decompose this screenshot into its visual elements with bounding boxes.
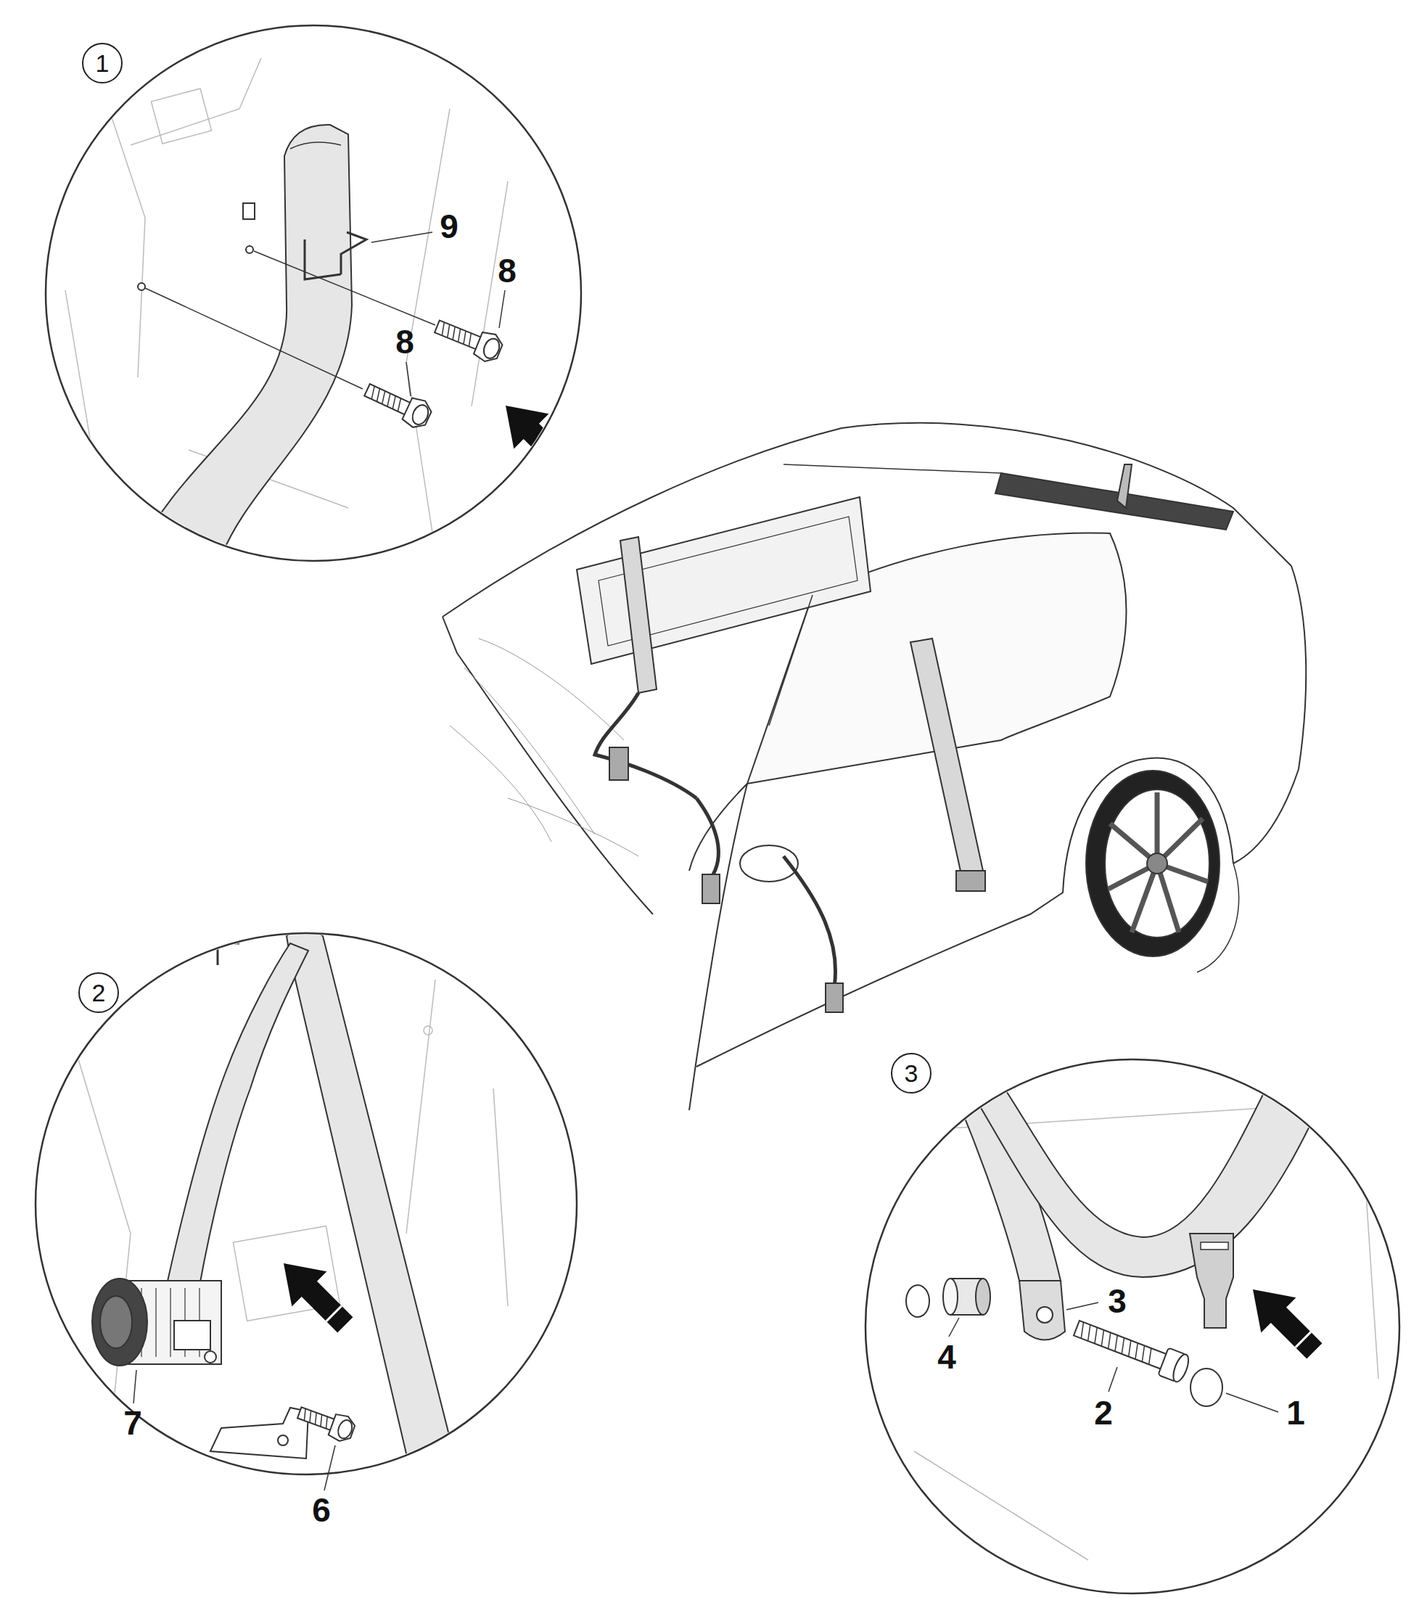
callout-number: 1 [1283,1394,1309,1431]
direction-arrow [1235,1271,1332,1369]
callout-number: 2 [1091,1394,1116,1431]
callout-number: 4 [934,1338,960,1375]
detail-badge: 2 [78,972,119,1013]
detail-number: 2 [92,980,106,1005]
car-wheel [1086,770,1220,957]
callout-number: 8 [494,252,520,289]
belt-end-detail [892,1066,1379,1560]
callout-number: 9 [436,208,462,245]
retractor-detail [65,928,508,1531]
detail-circle [865,1059,1400,1594]
car-body [442,422,1306,1110]
car-seat-belts [594,464,1132,1013]
detail-badge: 1 [81,42,123,84]
callout-number: 7 [120,1404,146,1441]
detail-badge: 3 [890,1052,932,1094]
belt-anchor-detail [65,43,585,566]
detail-number: 3 [904,1060,919,1086]
direction-arrow [266,1245,363,1343]
direction-arrow [488,388,585,485]
detail-number: 1 [95,50,110,76]
callout-number: 8 [392,323,418,360]
leader-line [324,1445,336,1491]
callout-number: 6 [309,1491,334,1528]
callout-number: 3 [1104,1282,1130,1319]
